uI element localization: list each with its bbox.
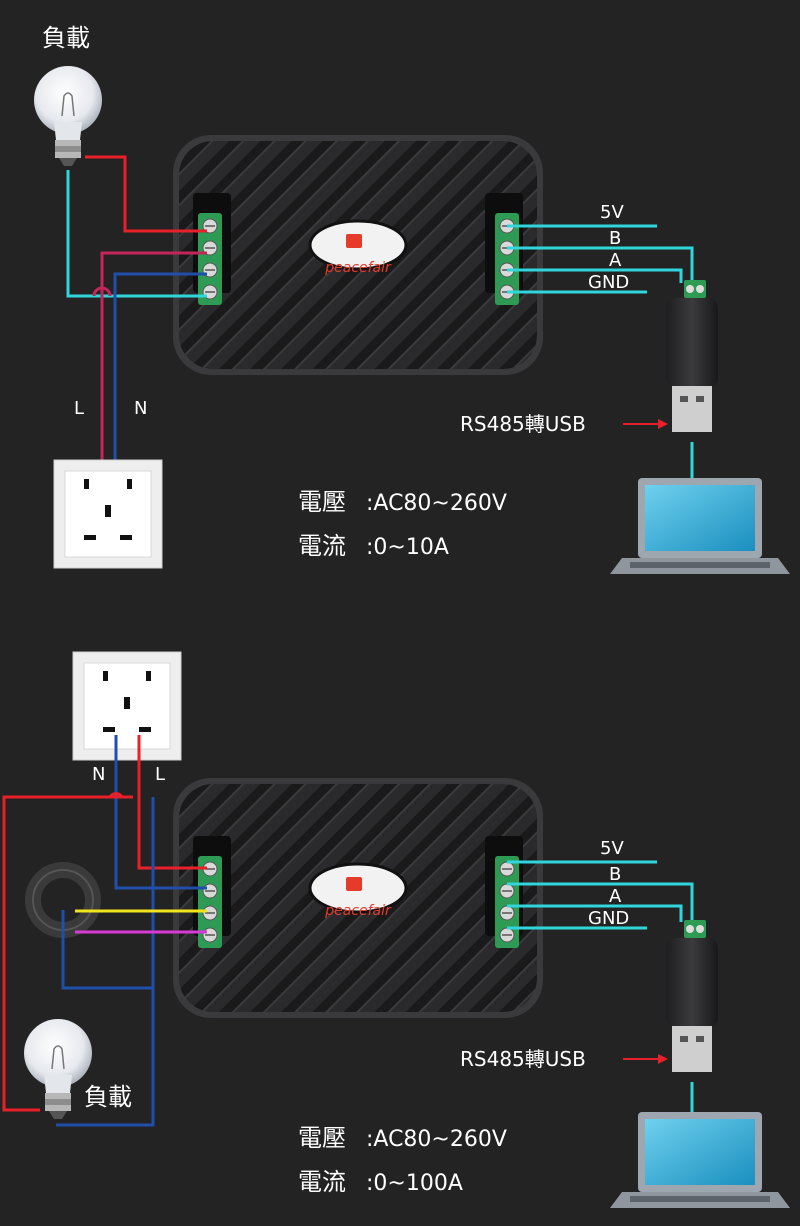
ac-wiring <box>2 735 207 1127</box>
diagram-voltage-10a: 負載 peacefair L N 5V B <box>33 24 790 574</box>
live-label: L <box>74 398 84 419</box>
live-label: L <box>155 764 165 785</box>
voltage-value: :AC80~260V <box>366 491 507 516</box>
power-socket-icon <box>72 651 182 761</box>
terminal-block-icon <box>494 855 520 949</box>
energy-meter-icon <box>171 133 545 377</box>
rs485-usb-adapter-icon <box>666 280 718 432</box>
pin-gnd-label: GND <box>588 272 629 293</box>
pin-a-label: A <box>609 250 622 271</box>
voltage-label: 電壓 <box>298 1124 346 1152</box>
pin-a-label: A <box>609 886 622 907</box>
energy-meter-icon <box>171 776 545 1020</box>
arrow-icon <box>623 419 668 429</box>
light-bulb-icon <box>33 65 103 167</box>
neutral-label: N <box>134 398 147 419</box>
terminal-block-icon <box>197 855 223 949</box>
load-label: 負載 <box>84 1083 132 1111</box>
pin-gnd-label: GND <box>588 908 629 929</box>
converter-label: RS485轉USB <box>460 1047 586 1071</box>
converter-label: RS485轉USB <box>460 412 586 436</box>
brand-logo: peacefair <box>324 877 392 919</box>
pin-b-label: B <box>609 864 621 885</box>
current-value: :0~100A <box>366 1171 463 1196</box>
current-label: 電流 <box>298 532 346 560</box>
rs485-usb-adapter-icon <box>666 920 718 1072</box>
pin-5v-label: 5V <box>600 202 624 223</box>
arrow-icon <box>623 1054 668 1064</box>
light-bulb-icon <box>23 1018 93 1120</box>
terminal-block-icon <box>197 212 223 306</box>
brand-logo: peacefair <box>324 234 392 276</box>
ac-wiring <box>66 155 207 460</box>
voltage-label: 電壓 <box>298 488 346 516</box>
rs485-wiring <box>507 860 694 1112</box>
power-socket-icon <box>53 459 163 569</box>
laptop-icon <box>610 478 790 574</box>
diagram-current-100a: N L peacefair 負載 <box>2 651 790 1208</box>
current-value: :0~10A <box>366 535 449 560</box>
voltage-value: :AC80~260V <box>366 1127 507 1152</box>
load-label: 負載 <box>42 24 90 52</box>
neutral-label: N <box>92 764 105 785</box>
svg-text:peacefair: peacefair <box>324 903 392 919</box>
pin-5v-label: 5V <box>600 838 624 859</box>
laptop-icon <box>610 1112 790 1208</box>
pin-b-label: B <box>609 228 621 249</box>
rs485-wiring <box>507 224 694 478</box>
svg-text:peacefair: peacefair <box>324 260 392 276</box>
current-label: 電流 <box>298 1168 346 1196</box>
